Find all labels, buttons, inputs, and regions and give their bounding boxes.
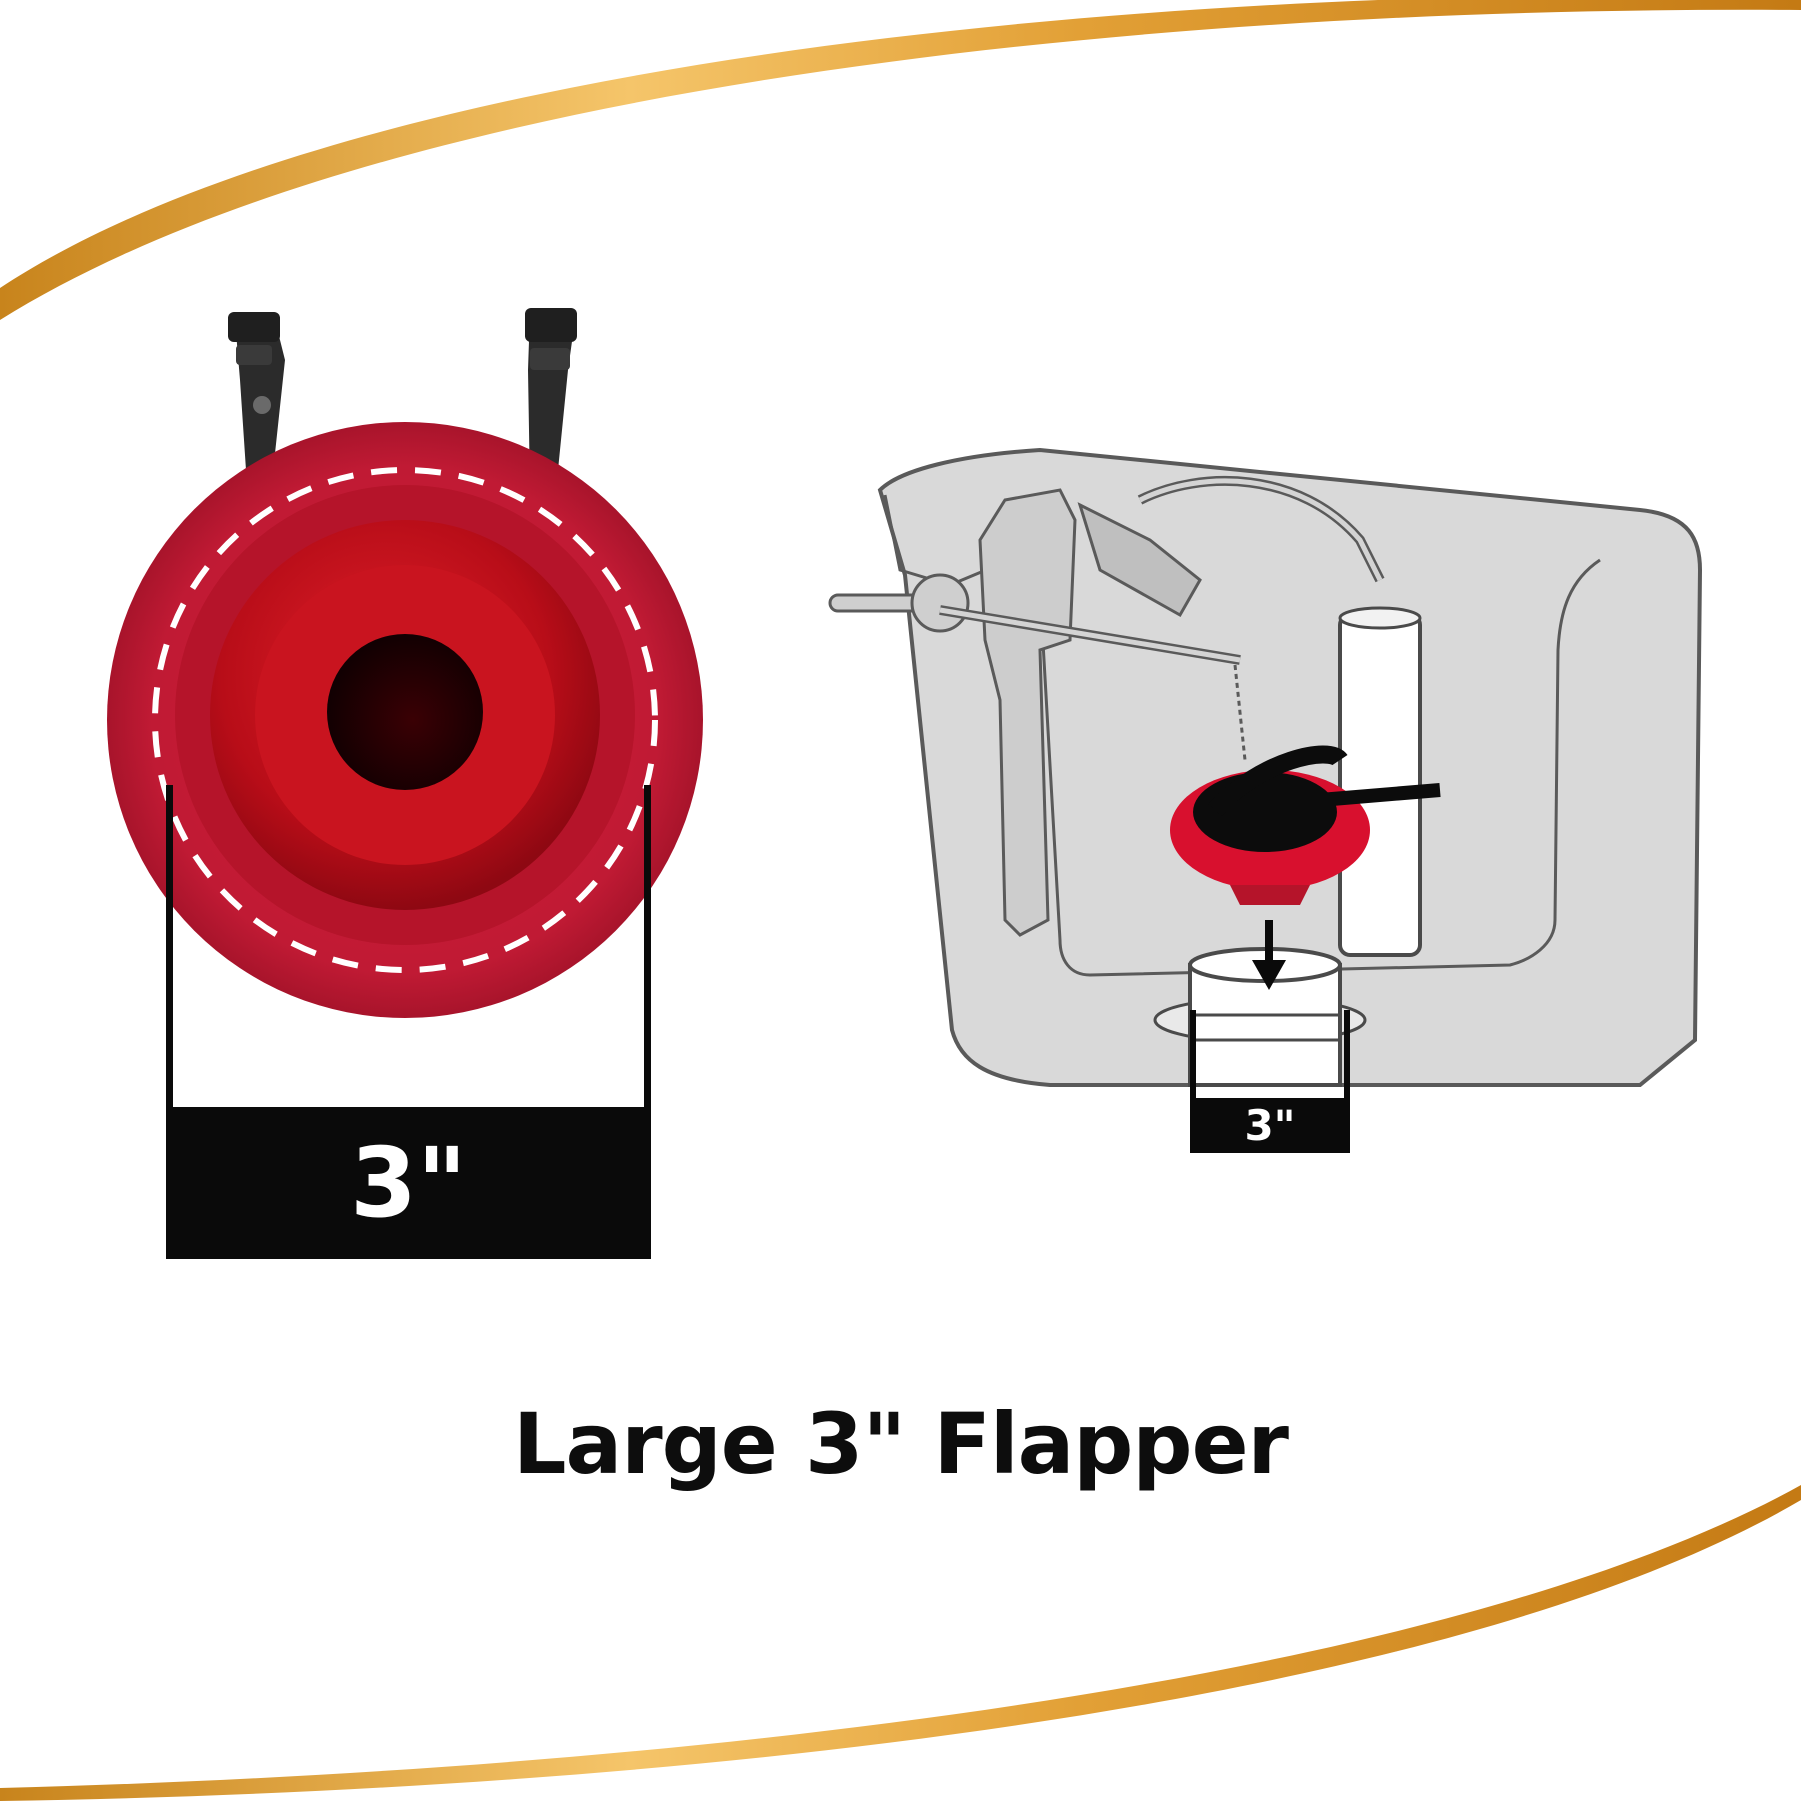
photo-size-label: 3" <box>166 1107 651 1259</box>
photo-measure-bracket <box>166 785 651 1115</box>
toilet-tank-icon <box>828 447 1703 1110</box>
product-headline: Large 3" Flapper <box>513 1395 1289 1493</box>
top-gold-swoosh <box>0 0 1801 320</box>
drain-seat <box>1153 947 1367 1087</box>
diagram-flapper <box>1170 745 1441 905</box>
diagram-size-label: 3" <box>1190 1098 1350 1153</box>
bottom-gold-swoosh <box>0 1485 1801 1801</box>
arrow-down-icon <box>1252 920 1286 990</box>
red-flapper-icon <box>107 308 703 1018</box>
